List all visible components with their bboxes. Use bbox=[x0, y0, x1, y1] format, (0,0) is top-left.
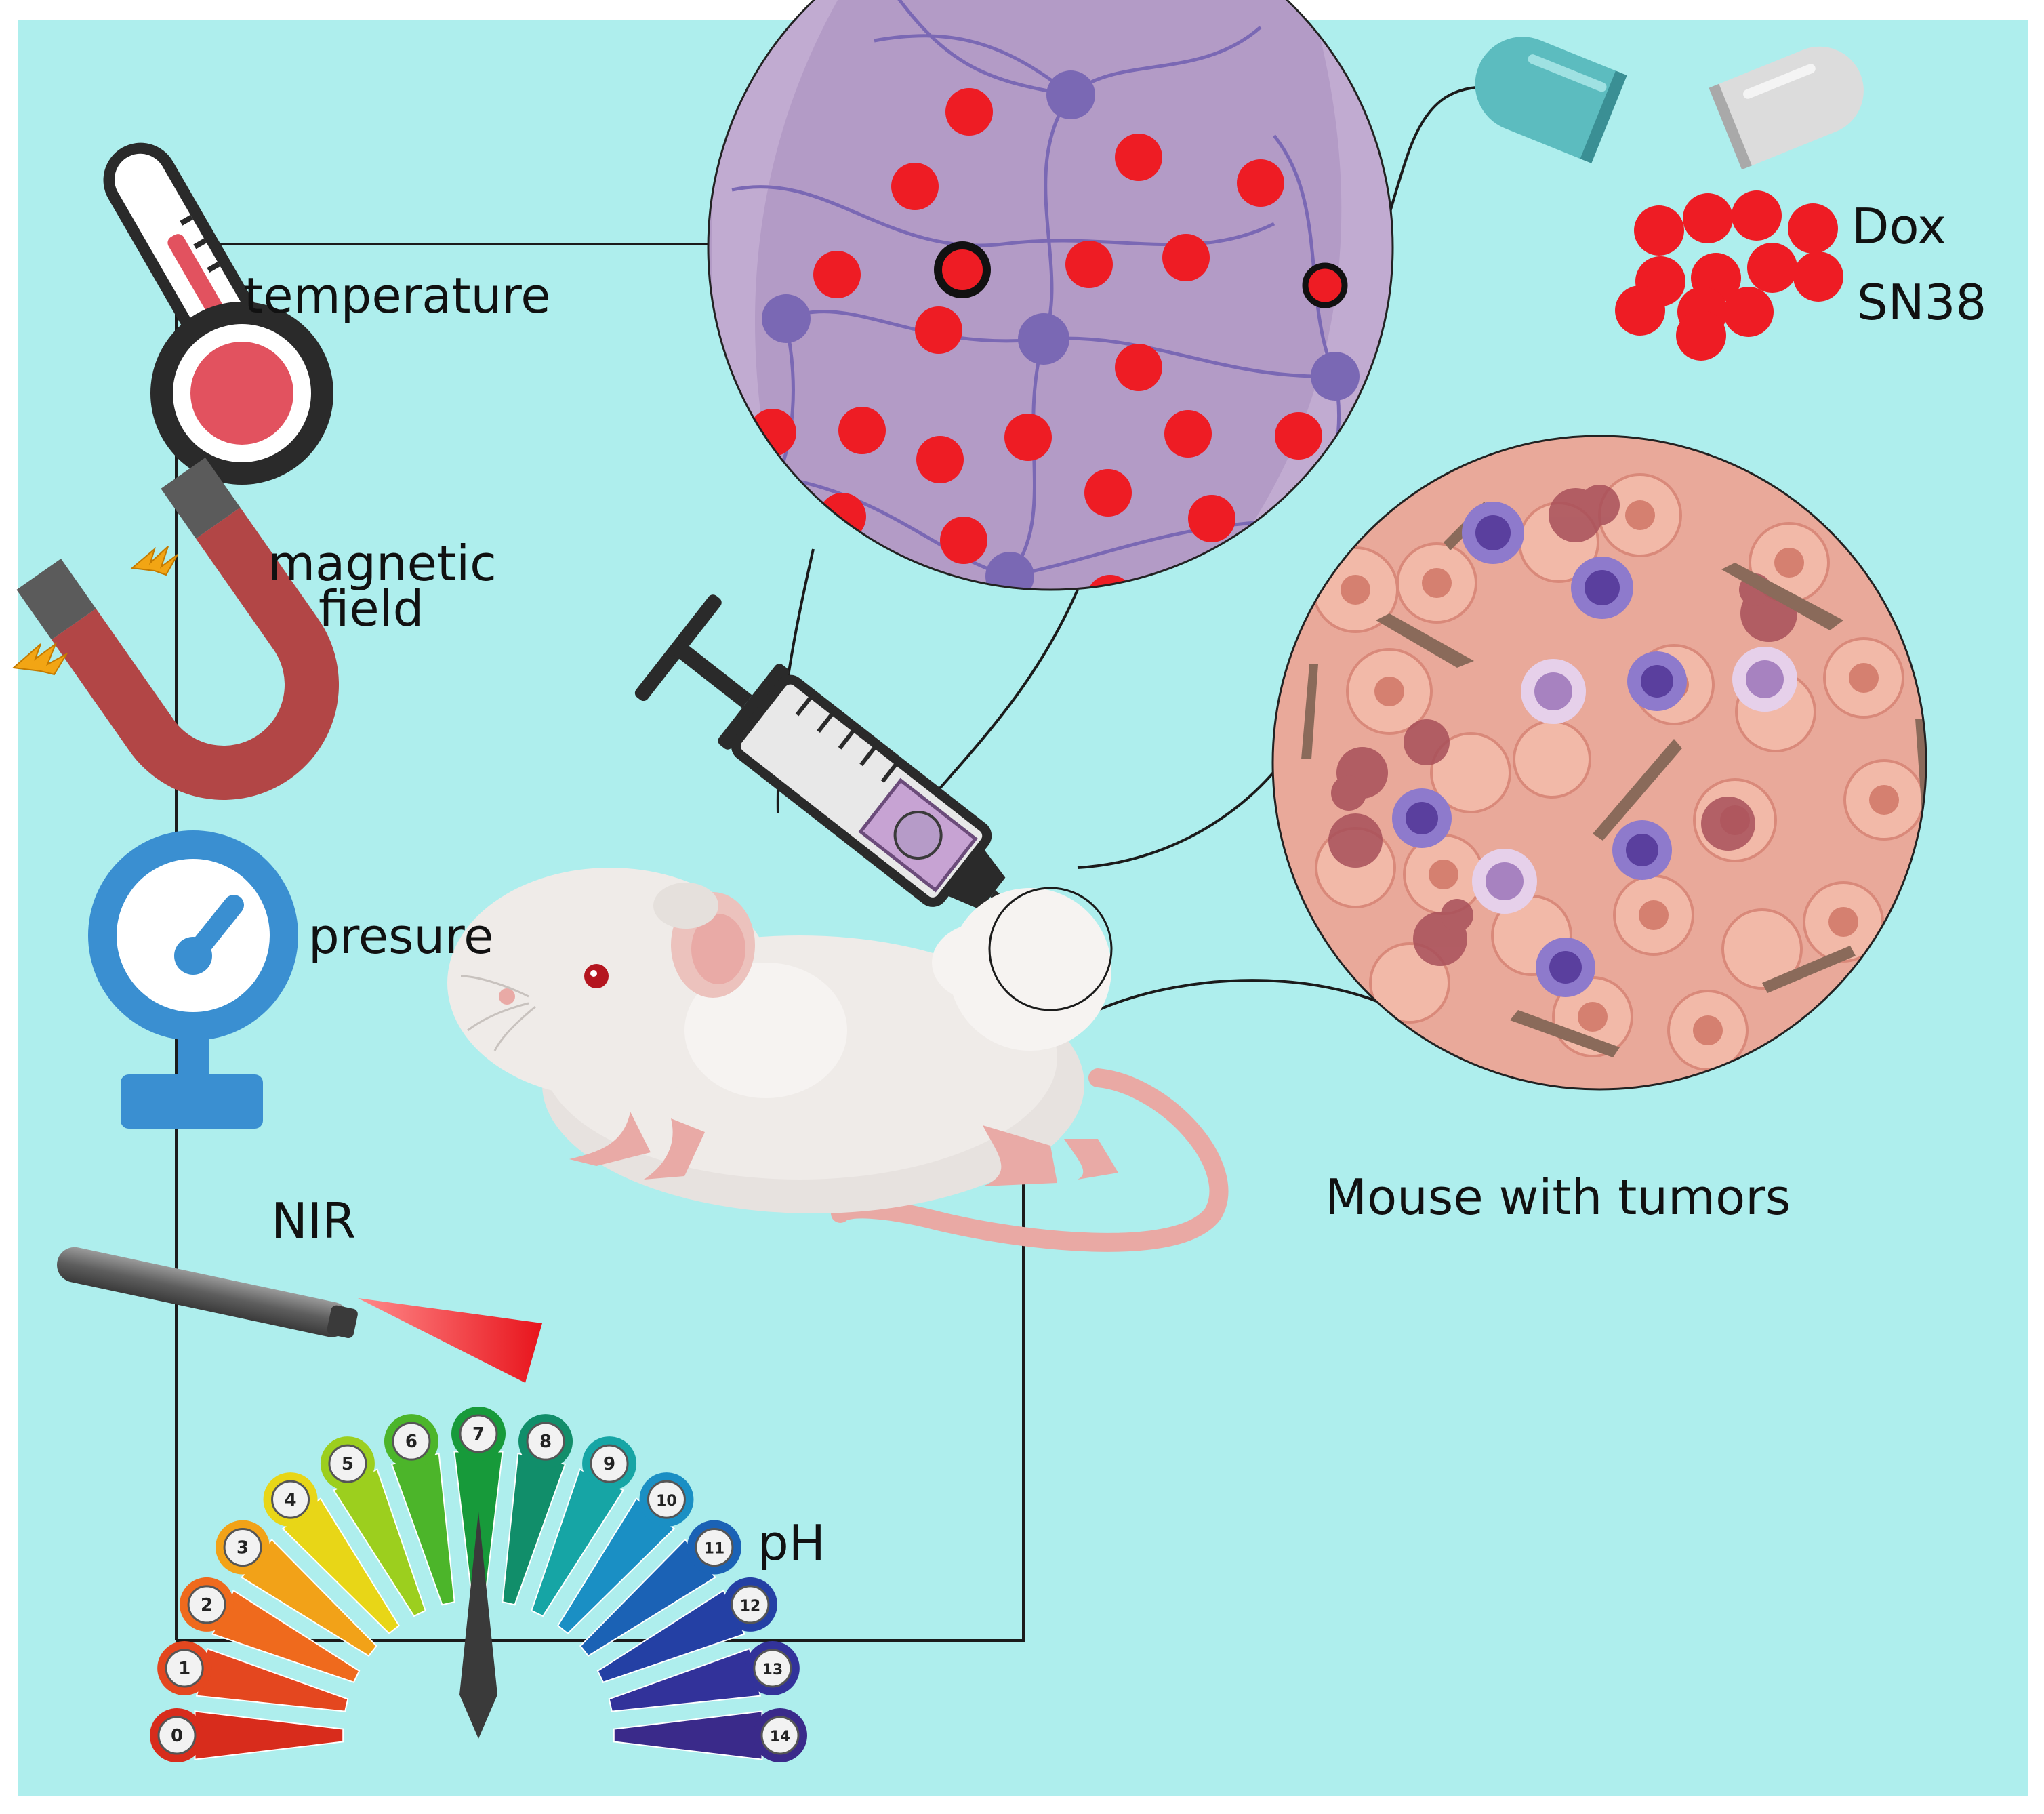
ph-badge-face-10 bbox=[647, 1480, 686, 1519]
drug-cluster bbox=[1615, 190, 1843, 361]
ph-tick-label-13: 13 bbox=[762, 1661, 783, 1678]
ph-label: pH bbox=[758, 1514, 825, 1571]
ph-tick-label-5: 5 bbox=[342, 1454, 354, 1474]
thermometer-icon bbox=[103, 142, 333, 485]
ph-badge-face-0 bbox=[157, 1716, 197, 1755]
ph-segment-9 bbox=[531, 1468, 625, 1617]
dox-label: Dox bbox=[1852, 198, 1946, 255]
ph-tick-label-4: 4 bbox=[285, 1490, 297, 1510]
ph-badge-face-13 bbox=[753, 1649, 792, 1688]
immune-cells bbox=[1392, 502, 1797, 997]
ph-badge-face-3 bbox=[223, 1528, 262, 1567]
ph-tick-label-2: 2 bbox=[201, 1595, 213, 1615]
ph-tick-label-8: 8 bbox=[539, 1432, 552, 1452]
hydrogel-network bbox=[707, 0, 1394, 591]
pressure-label: presure bbox=[308, 908, 494, 965]
ph-badge-face-6 bbox=[392, 1422, 431, 1461]
mouse-illustration bbox=[447, 868, 1229, 1252]
ph-badge-face-12 bbox=[731, 1585, 770, 1624]
nir-laser-icon bbox=[57, 1247, 542, 1383]
ph-tick-label-0: 0 bbox=[171, 1726, 183, 1746]
ph-badge-face-8 bbox=[526, 1422, 565, 1461]
tumor-tissue bbox=[1271, 435, 1927, 1091]
nir-label: NIR bbox=[271, 1192, 356, 1249]
drug-particles bbox=[749, 88, 1322, 590]
ph-tick-label-6: 6 bbox=[405, 1432, 417, 1452]
ph-badge-face-5 bbox=[328, 1444, 367, 1483]
ph-badge-face-1 bbox=[165, 1649, 204, 1688]
ph-segment-12 bbox=[596, 1589, 745, 1683]
ph-tick-label-14: 14 bbox=[770, 1729, 791, 1746]
ph-needle bbox=[459, 1512, 497, 1739]
pressure-gauge-icon bbox=[88, 830, 298, 1129]
ph-segment-14 bbox=[613, 1710, 763, 1760]
ph-badge-face-11 bbox=[695, 1528, 734, 1567]
ph-segment-2 bbox=[211, 1589, 361, 1683]
ph-segment-10 bbox=[556, 1497, 676, 1634]
ph-segment-11 bbox=[579, 1538, 716, 1657]
ph-segment-8 bbox=[502, 1452, 567, 1606]
ph-segment-1 bbox=[195, 1647, 349, 1712]
ph-badge-face-9 bbox=[590, 1444, 629, 1483]
magnetic-field-label-line1: magnetic bbox=[268, 535, 497, 592]
sn38-label: SN38 bbox=[1857, 274, 1987, 331]
ph-segment-3 bbox=[241, 1538, 377, 1657]
ph-segment-6 bbox=[390, 1452, 455, 1606]
ph-badge-face-14 bbox=[760, 1716, 800, 1755]
ph-tick-label-3: 3 bbox=[237, 1538, 249, 1558]
magnet-icon bbox=[12, 457, 339, 800]
syringe-icon bbox=[634, 594, 1076, 960]
ph-segment-5 bbox=[332, 1468, 426, 1617]
magnetic-field-label-line2: field bbox=[319, 580, 424, 637]
ph-segment-4 bbox=[281, 1497, 401, 1634]
ph-badge-face-2 bbox=[187, 1585, 226, 1624]
ph-segment-0 bbox=[194, 1710, 344, 1760]
mouse-with-tumors-label: Mouse with tumors bbox=[1325, 1169, 1791, 1226]
temperature-label: temperature bbox=[244, 267, 551, 324]
ph-badge-face-7 bbox=[459, 1414, 498, 1453]
ph-tick-label-12: 12 bbox=[740, 1598, 761, 1615]
ph-tick-label-11: 11 bbox=[704, 1541, 725, 1558]
capsule-icon bbox=[1475, 37, 1864, 170]
ph-tick-label-7: 7 bbox=[472, 1424, 485, 1445]
ph-tick-label-1: 1 bbox=[178, 1659, 190, 1679]
ph-segment-13 bbox=[608, 1647, 762, 1712]
ph-badge-face-4 bbox=[271, 1480, 310, 1519]
ph-tick-label-10: 10 bbox=[656, 1493, 677, 1510]
ph-tick-label-9: 9 bbox=[603, 1454, 615, 1474]
